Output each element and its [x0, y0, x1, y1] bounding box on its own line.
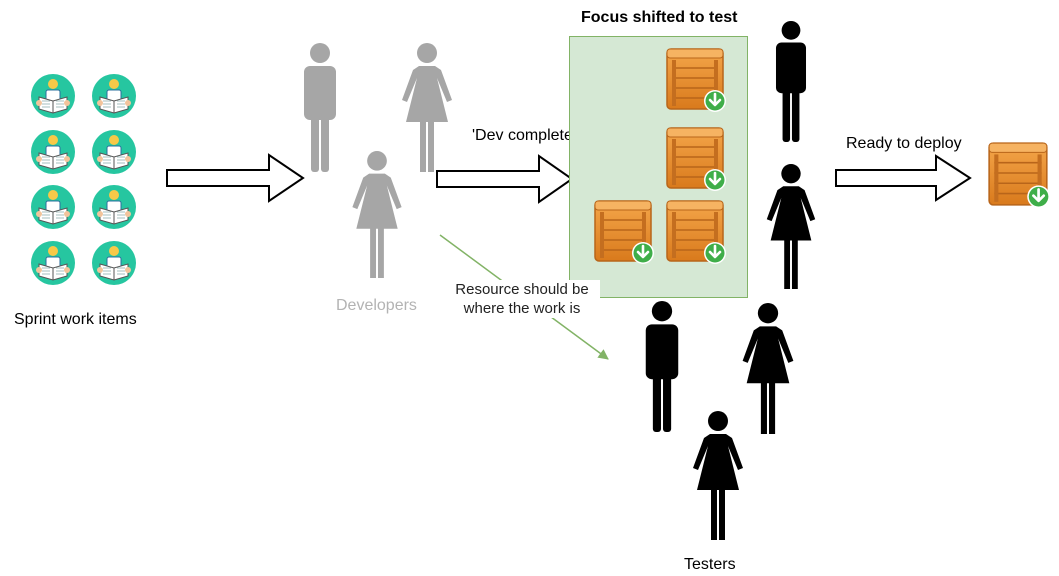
ready-to-deploy-label: Ready to deploy: [846, 135, 962, 152]
crate-download-icon: [666, 198, 726, 264]
resource-annotation: Resource should be where the work is: [444, 280, 600, 318]
developer-male-icon: [298, 42, 342, 172]
developers-label: Developers: [336, 297, 417, 314]
developer-female-icon: [400, 42, 454, 172]
tester-female-icon: [690, 410, 746, 540]
crate-download-icon: [988, 140, 1050, 208]
crate-download-icon: [666, 125, 726, 191]
resource-annotation-line2: where the work is: [463, 300, 581, 317]
tester-female-icon: [741, 302, 795, 434]
person-reading-icon: [91, 240, 137, 286]
person-reading-icon: [30, 184, 76, 230]
developer-female-icon: [349, 150, 405, 278]
tester-male-icon: [771, 20, 811, 142]
tester-female-icon: [762, 163, 820, 289]
crate-download-icon: [666, 46, 726, 112]
person-reading-icon: [91, 73, 137, 119]
person-reading-icon: [91, 184, 137, 230]
focus-shifted-title: Focus shifted to test: [581, 9, 738, 26]
person-reading-icon: [30, 240, 76, 286]
flow-arrow: [436, 154, 574, 204]
flow-arrow: [835, 154, 972, 202]
flow-arrow: [166, 153, 305, 203]
sprint-work-items-label: Sprint work items: [14, 311, 137, 328]
dev-complete-label: 'Dev complete': [472, 127, 576, 144]
person-reading-icon: [30, 129, 76, 175]
resource-annotation-line1: Resource should be: [455, 281, 589, 298]
testers-label: Testers: [684, 556, 736, 573]
person-reading-icon: [91, 129, 137, 175]
tester-male-icon: [638, 300, 686, 432]
person-reading-icon: [30, 73, 76, 119]
